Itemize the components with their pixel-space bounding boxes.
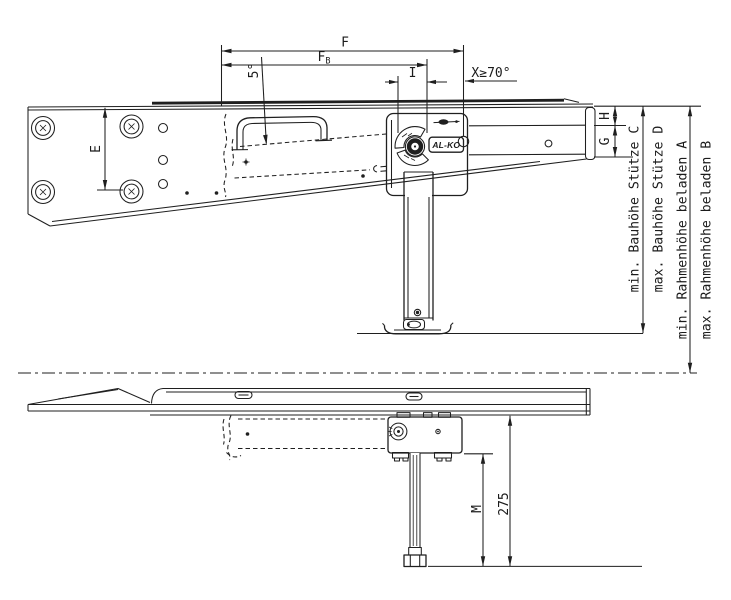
gearbox-housing: AL-KO (385, 112, 470, 197)
dimension-I: I (385, 66, 447, 133)
bolt-icon (30, 179, 56, 205)
brand-text: AL-KO (431, 140, 460, 150)
hidden-crank-plan (222, 415, 387, 461)
foot-plate (382, 318, 454, 335)
crank-handle-stored (231, 115, 333, 151)
dimension-X-angle: X≥70° (465, 66, 517, 84)
handle-socket-icon (433, 119, 460, 125)
hidden-crank-lines (223, 113, 387, 198)
side-view: AL-KO F (27, 36, 643, 335)
dimension-tilt-angle: 5° (247, 56, 268, 145)
support-leg-tube (403, 171, 434, 321)
crank-knob-icon (394, 126, 429, 166)
dim-label-x: X≥70° (471, 66, 510, 81)
bolt-icon (30, 115, 56, 141)
dim-label-e: E (89, 145, 104, 153)
dim-label-tilt: 5° (247, 63, 262, 79)
bolt-icon (119, 179, 144, 204)
dimension-AB: min. Rahmenhöhe beladen A max. Rahmenhöh… (676, 106, 715, 373)
dim-label-g: G (598, 137, 613, 145)
dim-label-fb: FB (318, 50, 331, 67)
mounting-bolt-heads (30, 114, 144, 205)
crank-shaft-boss-icon (388, 422, 408, 441)
label-max-rahmenhoehe: max. Rahmenhöhe beladen B (700, 141, 715, 340)
label-min-bauhoehe: min. Bauhöhe Stütze C (628, 126, 643, 293)
height-dimensions: H G min. Bauhöhe Stütze C max. Bauhöhe S… (594, 105, 715, 373)
dim-label-m: M (470, 505, 485, 513)
frame-slot (234, 390, 253, 400)
dim-label-h: H (598, 112, 613, 120)
bolt-icon (119, 114, 144, 139)
frame-side-profile (27, 98, 596, 227)
alko-logo: AL-KO (428, 136, 465, 153)
frame-holes (157, 122, 553, 195)
dimension-FB: FB (221, 50, 428, 133)
dimension-F: F (220, 36, 465, 137)
dim-label-275: 275 (497, 492, 512, 515)
plan-view: M 275 (18, 372, 697, 568)
dimension-275: 275 (428, 415, 642, 567)
frame-slot (405, 392, 423, 401)
frame-plan-profile (27, 387, 591, 416)
gearbox-housing-plan (387, 412, 463, 462)
dimension-CD: min. Bauhöhe Stütze C max. Bauhöhe Stütz… (628, 106, 667, 334)
clip-symbol (373, 164, 387, 173)
clamp-feet (391, 451, 453, 462)
dimension-E: E (89, 107, 123, 191)
hex-drive-end-icon (403, 554, 427, 568)
spindle-rod (403, 453, 427, 568)
label-min-rahmenhoehe: min. Rahmenhöhe beladen A (676, 141, 691, 340)
dimension-M: M (464, 453, 493, 567)
dim-label-i: I (409, 66, 417, 81)
dimension-GH: H G (594, 106, 633, 158)
label-max-bauhoehe: max. Bauhöhe Stütze D (652, 126, 667, 293)
dim-label-f: F (341, 36, 349, 51)
